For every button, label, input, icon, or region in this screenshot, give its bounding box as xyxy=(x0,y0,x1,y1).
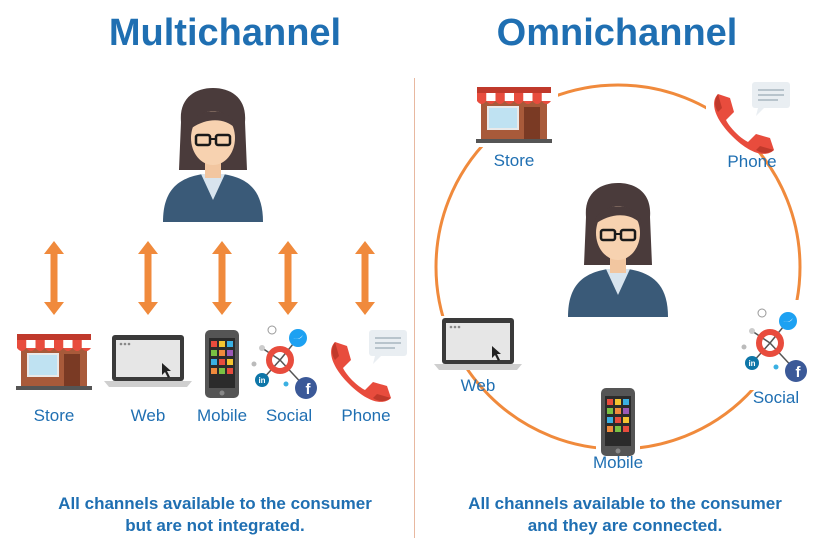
label-store-omnichannel: Store xyxy=(493,151,535,170)
mobile-icon-omnichannel xyxy=(601,388,635,456)
omnichannel-caption-line1: All channels available to the consumer xyxy=(468,494,782,513)
store-icon-multichannel xyxy=(15,333,93,391)
label-mobile-omnichannel: Mobile xyxy=(592,453,644,472)
laptop-icon-omnichannel xyxy=(434,318,522,370)
multichannel-title: Multichannel xyxy=(108,12,342,54)
multichannel-caption-line1: All channels available to the consumer xyxy=(58,494,372,513)
omnichannel-title: Omnichannel xyxy=(496,12,738,54)
mobile-icon-multichannel xyxy=(205,330,239,398)
arrow-icon-mobile xyxy=(212,241,232,315)
multichannel-caption: All channels available to the consumer b… xyxy=(15,493,415,537)
label-store-multichannel: Store xyxy=(33,406,75,425)
omnichannel-caption-line2: and they are connected. xyxy=(527,516,723,535)
omnichannel-caption: All channels available to the consumer a… xyxy=(425,493,825,537)
arrow-icon-social xyxy=(278,241,298,315)
label-social-multichannel: Social xyxy=(265,406,313,425)
social-icon-multichannel xyxy=(252,326,318,399)
multichannel-caption-line2: but are not integrated. xyxy=(125,516,305,535)
consumer-icon-omnichannel xyxy=(566,181,670,319)
label-web-omnichannel: Web xyxy=(460,376,496,395)
arrow-icon-phone xyxy=(355,241,375,315)
section-divider xyxy=(414,78,415,538)
arrow-icon-store xyxy=(44,241,64,315)
label-mobile-multichannel: Mobile xyxy=(196,406,248,425)
label-social-omnichannel: Social xyxy=(752,388,800,407)
laptop-icon-multichannel xyxy=(104,335,192,387)
consumer-icon-multichannel xyxy=(161,86,265,224)
label-phone-omnichannel: Phone xyxy=(727,152,777,171)
store-icon-omnichannel xyxy=(475,86,553,144)
phone-icon-multichannel xyxy=(330,329,408,403)
label-web-multichannel: Web xyxy=(130,406,166,425)
arrow-icon-web xyxy=(138,241,158,315)
label-phone-multichannel: Phone xyxy=(341,406,391,425)
